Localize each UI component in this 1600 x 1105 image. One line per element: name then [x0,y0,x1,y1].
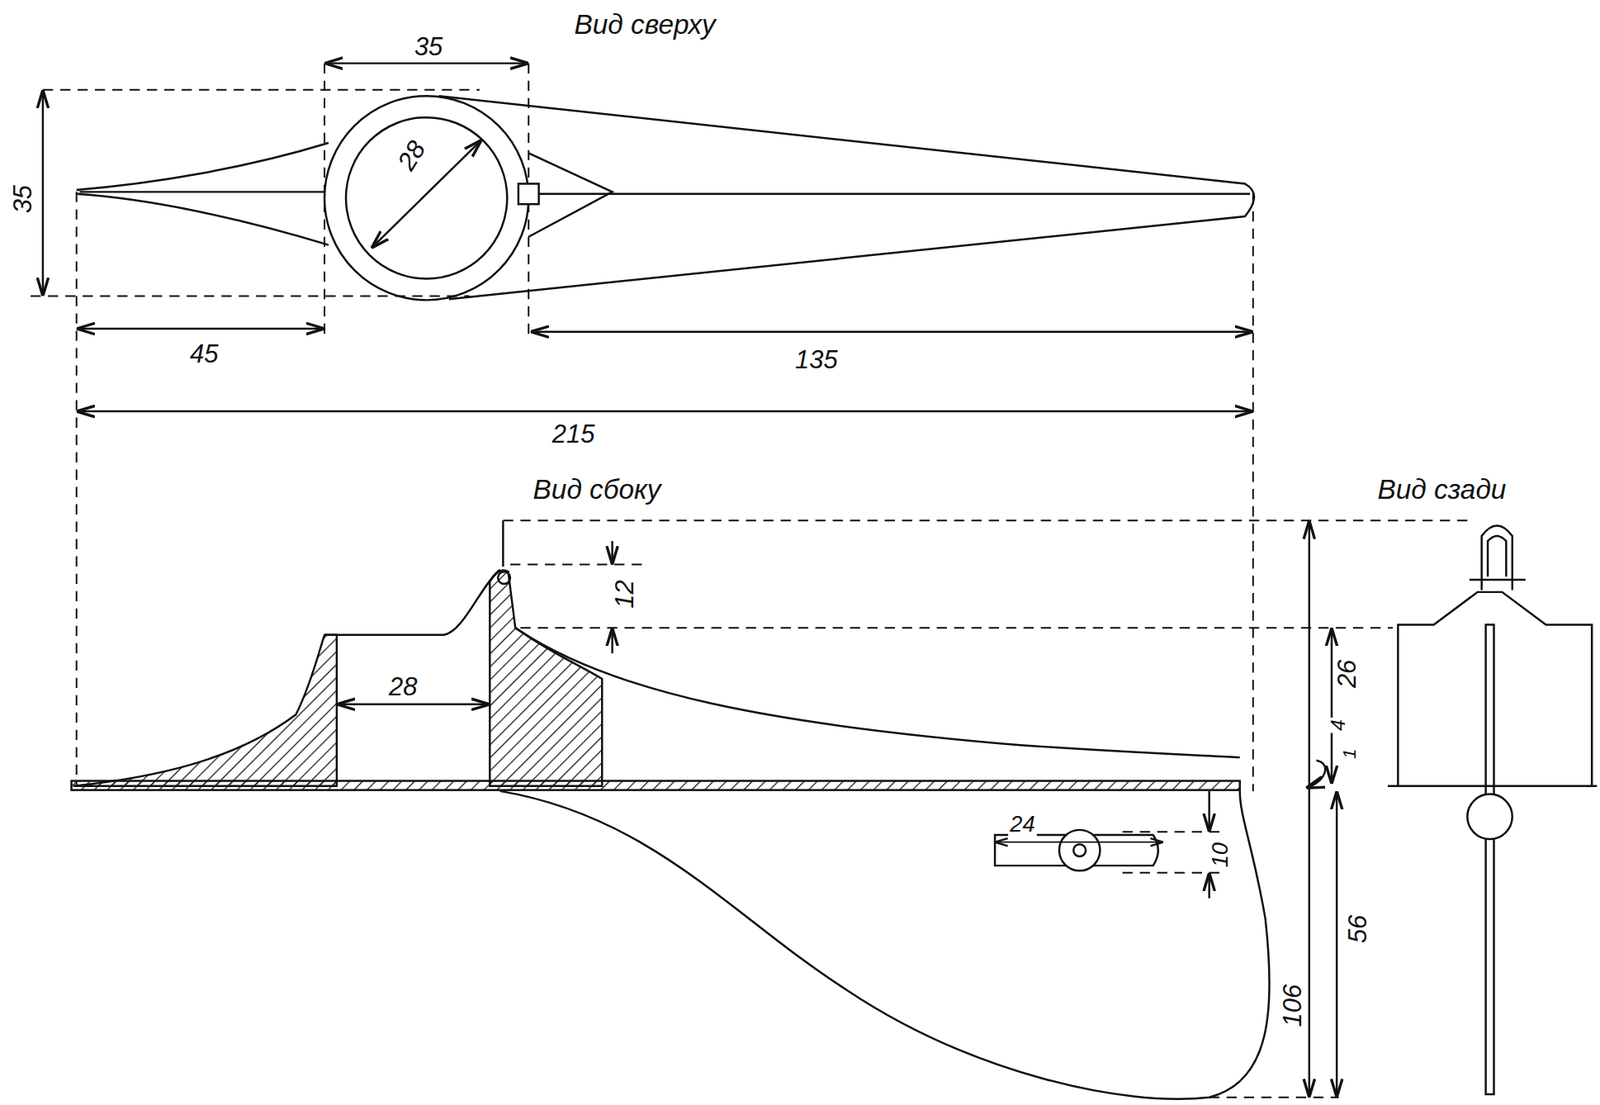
dimension: 35 [9,182,36,215]
dimension: 45 [188,339,221,366]
dimension: 106 [1278,981,1306,1029]
view-title: Вид сверху [572,9,718,39]
dimension: 10 [1207,840,1232,870]
dimension: 12 [610,577,638,611]
dimension: 135 [793,345,841,373]
view-title: Вид сбоку [530,475,663,505]
dimension: 56 [1344,912,1371,945]
dimension: 28 [387,672,420,699]
dimension: 4 [1328,716,1350,733]
dimension: 26 [1333,657,1360,690]
dimension: 28 [391,134,431,177]
view-title: Вид сзади [1375,475,1509,505]
dimension: 215 [549,420,597,447]
dimension: 1 [1340,745,1360,760]
dimension: 24 [1008,812,1037,837]
dimension: 35 [411,32,445,59]
